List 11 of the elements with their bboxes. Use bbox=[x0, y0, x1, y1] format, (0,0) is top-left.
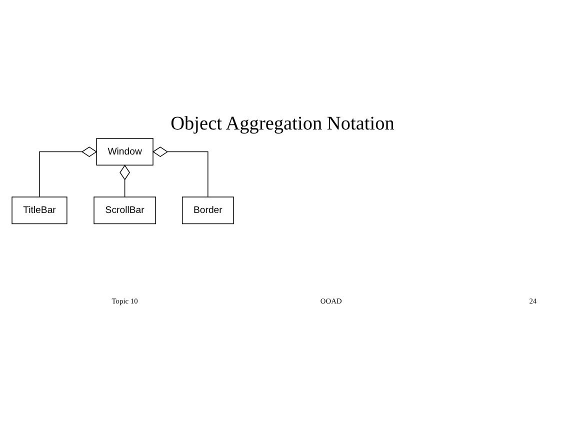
connector bbox=[39, 146, 98, 198]
label: Topic 10 bbox=[112, 296, 138, 306]
node-box: TitleBar bbox=[12, 196, 68, 224]
connector bbox=[152, 146, 208, 198]
node-box: Window bbox=[96, 138, 154, 166]
label: OOAD bbox=[320, 296, 342, 306]
label: 24 bbox=[529, 296, 537, 306]
connector bbox=[120, 164, 130, 198]
node-box: ScrollBar bbox=[94, 196, 156, 224]
diagram-title: Object Aggregation Notation bbox=[170, 113, 394, 134]
node-box: Border bbox=[182, 196, 234, 224]
